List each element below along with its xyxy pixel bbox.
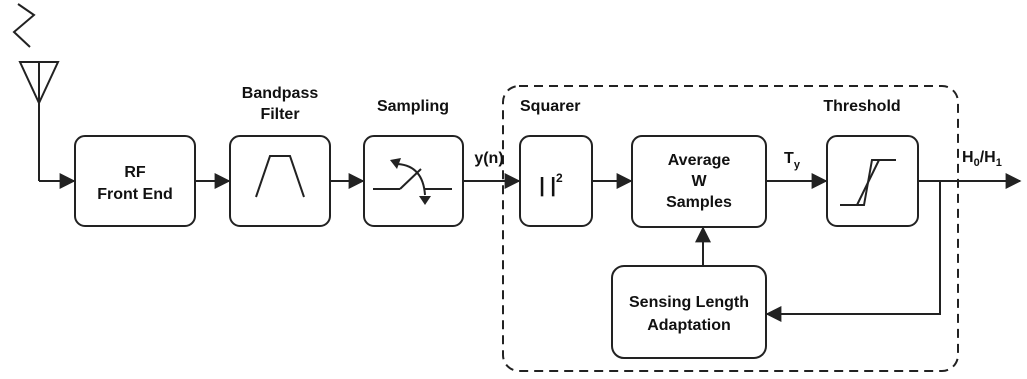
signal-label-yn: y(n) xyxy=(474,150,503,167)
lightning-icon xyxy=(12,3,36,48)
h1-main: H xyxy=(984,149,996,166)
squarer-exponent: 2 xyxy=(556,171,563,185)
threshold-function-icon xyxy=(840,159,896,206)
bandpass-response-icon xyxy=(255,155,305,198)
h0-subscript: 0 xyxy=(974,157,980,169)
squarer-bars: | | xyxy=(539,175,556,197)
bandpass-filter-block: Bandpass Filter xyxy=(229,85,331,227)
average-label-line2: W xyxy=(691,173,707,190)
signal-wires xyxy=(39,173,1022,322)
bandpass-label-line2: Filter xyxy=(260,106,299,123)
output-label-h0-h1: H0/H1 xyxy=(962,149,1002,169)
h0-main: H xyxy=(962,149,974,166)
antenna-icon xyxy=(18,61,60,181)
squarer-block: Squarer | |2 xyxy=(519,98,593,227)
ty-main: T xyxy=(784,150,794,167)
h1-subscript: 1 xyxy=(996,157,1002,169)
squarer-symbol: | |2 xyxy=(539,171,563,197)
average-label-line1: Average xyxy=(668,152,731,169)
signal-label-ty: Ty xyxy=(784,150,801,171)
ty-subscript: y xyxy=(794,159,801,171)
bandpass-label-line1: Bandpass xyxy=(242,85,319,102)
detector-group-boundary xyxy=(502,85,959,372)
threshold-label: Threshold xyxy=(823,98,900,115)
rf-front-end-block: RF Front End xyxy=(74,135,196,227)
average-w-samples-block: Average W Samples xyxy=(631,135,767,228)
h-separator: / xyxy=(980,149,985,166)
sensing-label-line1: Sensing Length xyxy=(629,294,749,311)
sampling-label: Sampling xyxy=(377,98,449,115)
squarer-label: Squarer xyxy=(520,98,580,115)
sampling-block: Sampling xyxy=(363,98,464,227)
sampling-switch-icon xyxy=(373,158,452,205)
rf-front-end-label-line1: RF xyxy=(124,164,146,181)
sensing-length-adaptation-block: Sensing Length Adaptation xyxy=(611,265,767,359)
sensing-label-line2: Adaptation xyxy=(647,317,731,334)
threshold-block: Threshold xyxy=(823,98,919,227)
rf-front-end-label-line2: Front End xyxy=(97,186,173,203)
average-label-line3: Samples xyxy=(666,194,732,211)
